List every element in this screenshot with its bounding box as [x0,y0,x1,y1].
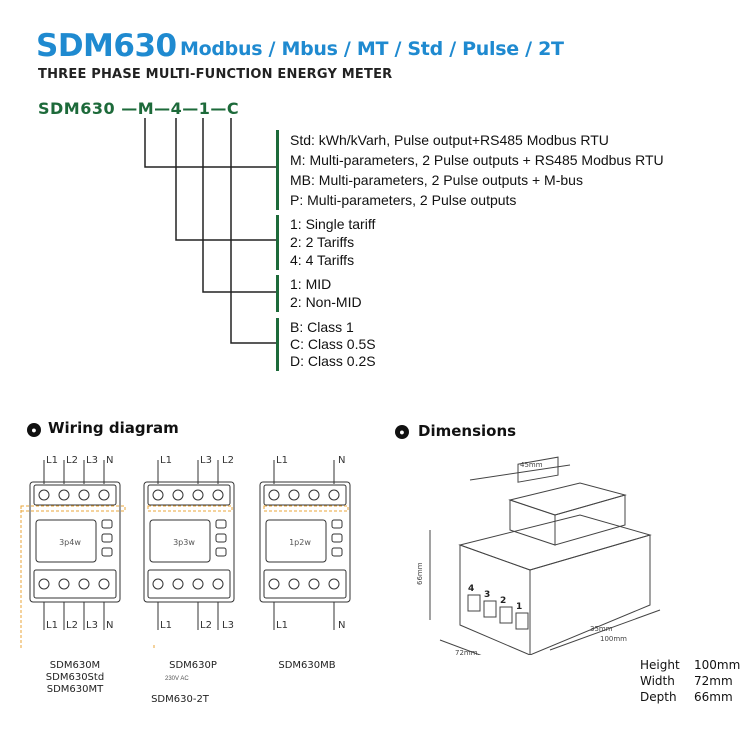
wire-label: N [338,455,346,466]
wire-label: N [106,620,114,631]
option-line: 1: MID [290,276,332,292]
terminal-number: 1 [516,602,522,612]
variant-name: SDM630M [49,660,101,671]
svg-text:1p2w: 1p2w [289,538,311,547]
wire-label: L3 [222,620,234,631]
wiring-diagram-title: Wiring diagram [48,419,179,437]
model-code: SDM630 —M—4—1—C [38,99,240,118]
option-line: MB: Multi-parameters, 2 Pulse outputs + … [290,172,583,188]
wire-label: L1 [276,620,288,631]
option-line: 2: 2 Tariffs [290,234,355,250]
wire-label: L2 [222,455,234,466]
wire-label: L1 [160,620,172,631]
option-line: 4: 4 Tariffs [290,252,355,268]
product-variants: Modbus / Mbus / MT / Std / Pulse / 2T [180,38,564,60]
spec-value: 66mm [694,690,733,704]
wire-label: L1 [160,455,172,466]
spec-value: 72mm [694,674,733,688]
variant-name: SDM630Std [45,672,105,683]
product-title: SDM630 [36,28,177,64]
option-line: Std: kWh/kVarh, Pulse output+RS485 Modbu… [290,132,609,148]
terminal-number: 2 [500,596,506,606]
option-line: D: Class 0.2S [290,353,376,369]
wire-label: L3 [86,455,98,466]
dim-inner-label: 35mm [590,625,613,633]
dim-side-label: 66mm [416,562,424,585]
variant-name: SDM630MB [278,660,336,671]
product-subtitle: THREE PHASE MULTI-FUNCTION ENERGY METER [38,67,393,82]
group-bar [276,318,279,371]
wiring-meter-1p2w: 1p2w [259,460,351,630]
wire-label: L2 [66,455,78,466]
dimensions-title: Dimensions [418,422,517,440]
spec-value: 100mm [694,658,741,672]
wire-label: L2 [200,620,212,631]
section-bullet-icon: ● [27,423,41,437]
option-line: P: Multi-parameters, 2 Pulse outputs [290,192,517,208]
wiring-meter-3p3w: 3p3w [143,460,235,650]
option-line: 1: Single tariff [290,216,376,232]
terminal-number: 3 [484,590,490,600]
wire-label: N [106,455,114,466]
option-line: C: Class 0.5S [290,336,376,352]
option-line: M: Multi-parameters, 2 Pulse outputs + R… [290,152,664,168]
variant-name: SDM630P [169,660,217,671]
svg-text:3p4w: 3p4w [59,538,81,547]
dim-depth-label: 72mm [455,649,478,655]
dim-total-label: 100mm [600,635,627,643]
variant-name: SDM630-2T [151,694,209,705]
spec-label: Height [640,658,680,672]
spec-label: Width [640,674,675,688]
wire-label: L1 [276,455,288,466]
group-bar [276,215,279,270]
dimensions-drawing: 45mm 66mm 72mm 35mm 100mm 4 3 2 1 [416,456,661,655]
group-bar [276,130,279,210]
option-line: 2: Non-MID [290,294,362,310]
svg-text:3p3w: 3p3w [173,538,195,547]
terminal-number: 4 [468,584,474,594]
wire-label: L3 [200,455,212,466]
variant-name: SDM630MT [46,684,104,695]
wire-label: L1 [46,620,58,631]
wiring-meter-3p4w: 3p4w [20,460,126,650]
wire-label: L2 [66,620,78,631]
spec-label: Depth [640,690,677,704]
section-bullet-icon: ● [395,425,409,439]
group-bar [276,275,279,312]
wire-label: N [338,620,346,631]
dim-top-label: 45mm [520,461,543,469]
wire-label: L1 [46,455,58,466]
option-line: B: Class 1 [290,319,354,335]
small-box-label: 230V AC [165,676,189,682]
wire-label: L3 [86,620,98,631]
